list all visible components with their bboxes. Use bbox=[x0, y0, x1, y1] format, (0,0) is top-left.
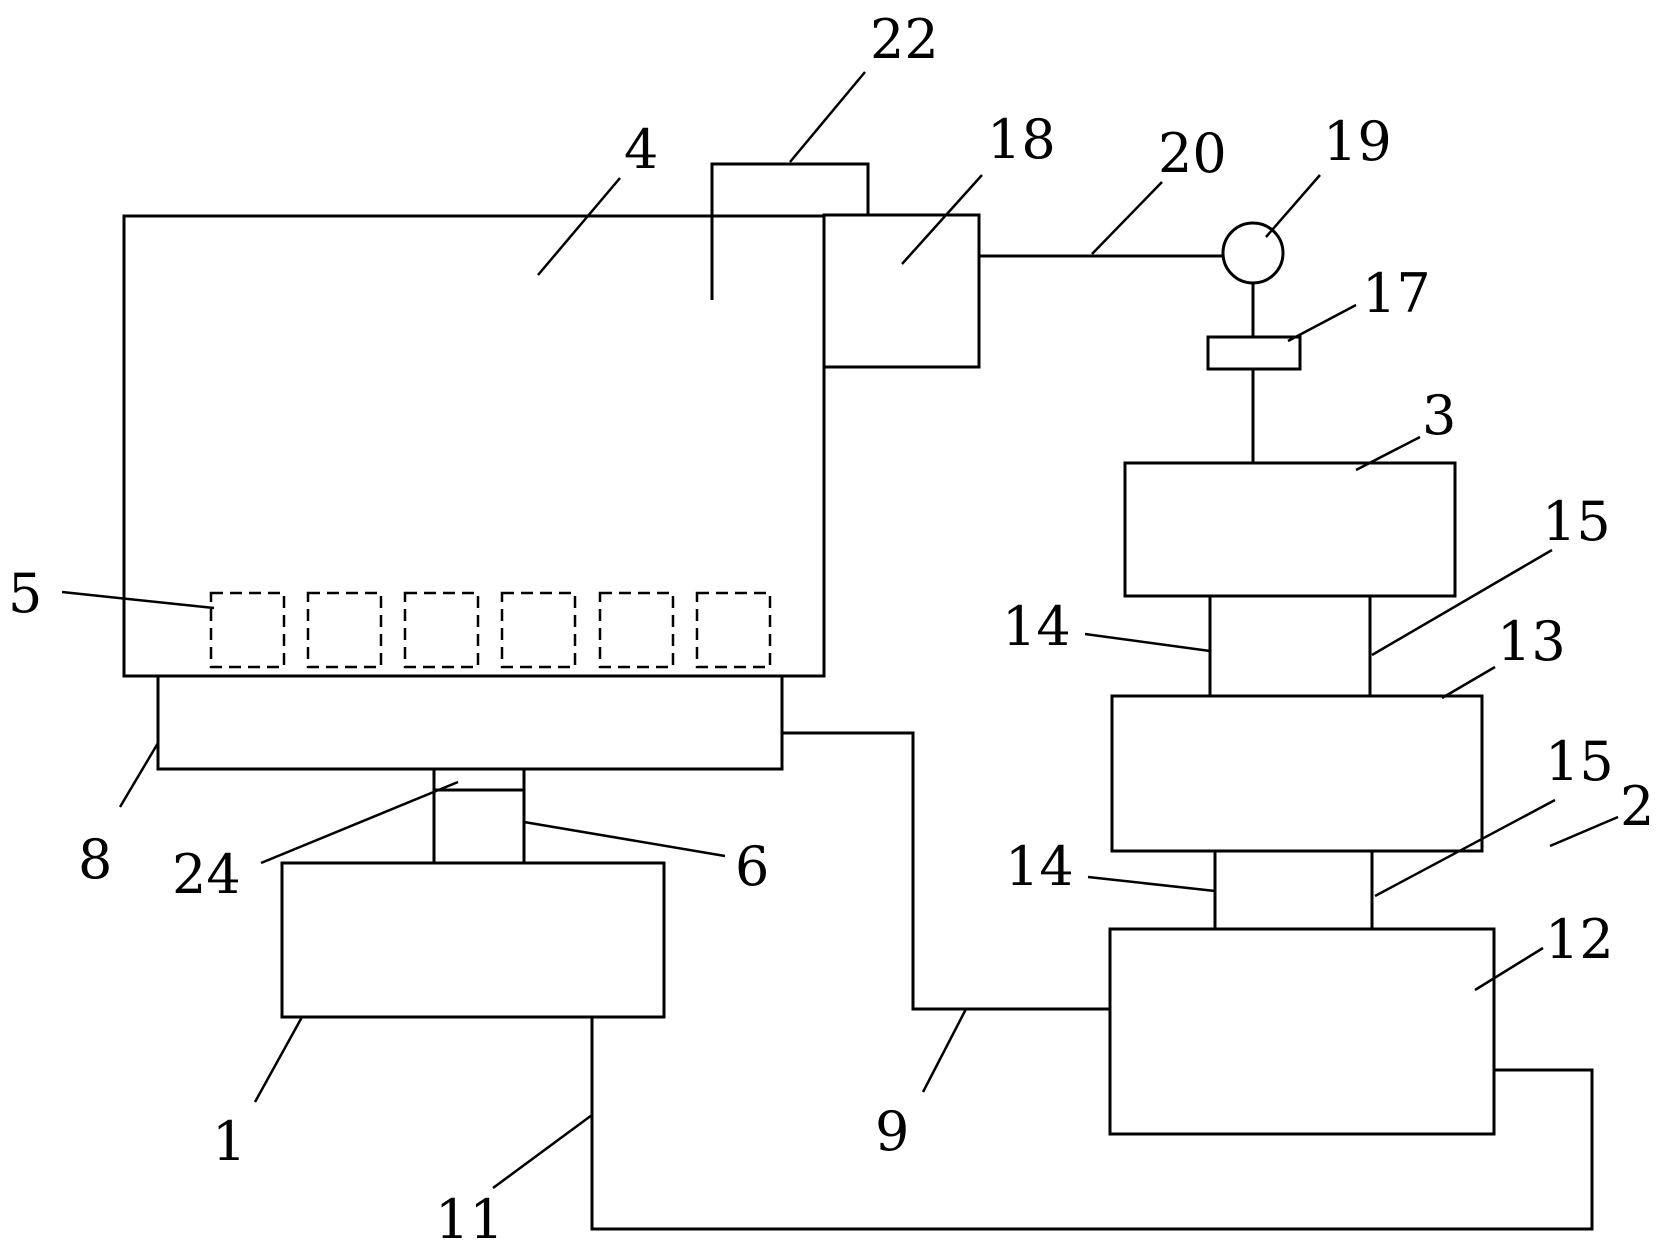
reference-labels: 22 4 18 20 19 17 3 15 13 14 5 15 2 14 8 … bbox=[8, 8, 1654, 1246]
component-1-box bbox=[280, 861, 666, 1019]
component-17-valve bbox=[1206, 335, 1302, 371]
label-4: 4 bbox=[624, 118, 658, 181]
component-22-bracket bbox=[710, 162, 870, 300]
label-15a: 15 bbox=[1542, 490, 1611, 553]
component-5-modules bbox=[209, 591, 772, 669]
leader-11 bbox=[492, 1113, 593, 1190]
label-13: 13 bbox=[1497, 610, 1566, 673]
label-17: 17 bbox=[1362, 262, 1431, 325]
component-8-base bbox=[156, 674, 784, 771]
module-5-6 bbox=[695, 591, 772, 669]
leader-3 bbox=[1355, 435, 1421, 472]
leader-19 bbox=[1265, 174, 1321, 238]
leader-22 bbox=[789, 71, 866, 163]
module-5-2 bbox=[306, 591, 383, 669]
label-18: 18 bbox=[987, 108, 1056, 171]
leader-14b bbox=[1087, 875, 1216, 893]
leader-24 bbox=[260, 780, 459, 865]
leader-15a bbox=[1371, 548, 1553, 657]
component-12-box bbox=[1108, 927, 1496, 1136]
label-9: 9 bbox=[875, 1100, 909, 1163]
label-19: 19 bbox=[1323, 110, 1392, 173]
leader-1 bbox=[253, 1016, 304, 1103]
leader-8 bbox=[118, 742, 160, 808]
leader-18 bbox=[901, 174, 983, 265]
label-14a: 14 bbox=[1002, 595, 1071, 658]
leader-15b bbox=[1374, 798, 1556, 898]
label-11: 11 bbox=[435, 1188, 504, 1246]
component-18-box bbox=[822, 213, 981, 369]
leader-12 bbox=[1474, 946, 1544, 992]
label-12: 12 bbox=[1545, 908, 1614, 971]
label-14b: 14 bbox=[1005, 835, 1074, 898]
leader-9 bbox=[921, 1008, 968, 1093]
label-2: 2 bbox=[1620, 775, 1654, 838]
module-5-5 bbox=[598, 591, 675, 669]
pipe-9 bbox=[782, 731, 1110, 1011]
leader-2 bbox=[1549, 815, 1619, 848]
leader-4 bbox=[537, 177, 621, 276]
label-15b: 15 bbox=[1545, 730, 1614, 793]
label-22: 22 bbox=[870, 8, 939, 71]
component-19-circle bbox=[1221, 221, 1285, 285]
component-6-connector bbox=[432, 767, 526, 865]
module-5-4 bbox=[500, 591, 577, 669]
label-3: 3 bbox=[1422, 384, 1456, 447]
leader-14a bbox=[1084, 632, 1211, 653]
label-5: 5 bbox=[8, 562, 42, 625]
leader-6 bbox=[523, 820, 726, 858]
label-20: 20 bbox=[1158, 122, 1227, 185]
component-4-tank bbox=[122, 214, 826, 678]
label-6: 6 bbox=[735, 835, 769, 898]
leader-13 bbox=[1441, 665, 1496, 700]
label-1: 1 bbox=[212, 1110, 246, 1173]
pipe-11 bbox=[590, 1017, 1594, 1231]
component-13-box bbox=[1110, 694, 1484, 853]
component-3-box bbox=[1123, 461, 1457, 598]
label-8: 8 bbox=[78, 828, 112, 891]
leader-20 bbox=[1091, 181, 1163, 255]
label-24: 24 bbox=[172, 843, 241, 906]
module-5-1 bbox=[209, 591, 286, 669]
module-5-3 bbox=[403, 591, 480, 669]
leader-5 bbox=[61, 590, 215, 610]
leader-lines bbox=[61, 71, 1619, 1190]
leader-17 bbox=[1287, 303, 1357, 343]
